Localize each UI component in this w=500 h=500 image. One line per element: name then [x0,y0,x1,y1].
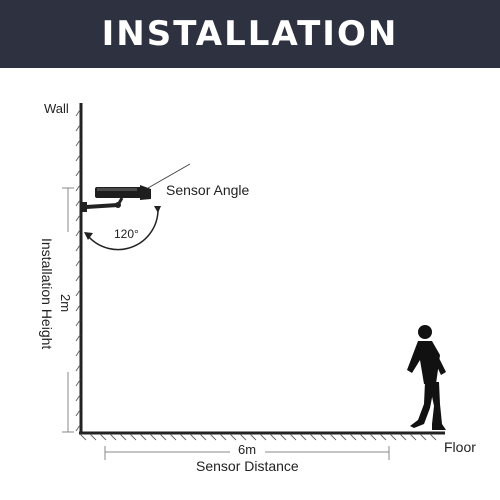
angle-value-label: 120° [114,227,139,241]
header-title: INSTALLATION [101,14,399,54]
height-value-label: 2m [58,294,73,313]
angle-arrow-left [84,232,93,240]
floor-hatch [79,433,437,441]
header-banner: INSTALLATION [0,0,500,68]
angle-arc [87,209,159,251]
angle-arrow-right [154,206,161,213]
person-icon [407,325,446,430]
wall-label: Wall [44,101,69,116]
height-dimension [62,187,74,433]
height-caption-label: Installation Height [39,238,55,350]
sensor-angle-label: Sensor Angle [166,182,250,198]
sensor-angle-pointer [147,163,191,189]
floor-label: Floor [444,439,476,455]
wall-hatch [75,109,81,432]
sensor-icon [82,185,151,212]
distance-caption-label: Sensor Distance [196,458,299,474]
distance-dimension [104,446,390,460]
distance-value-label: 6m [238,442,257,457]
